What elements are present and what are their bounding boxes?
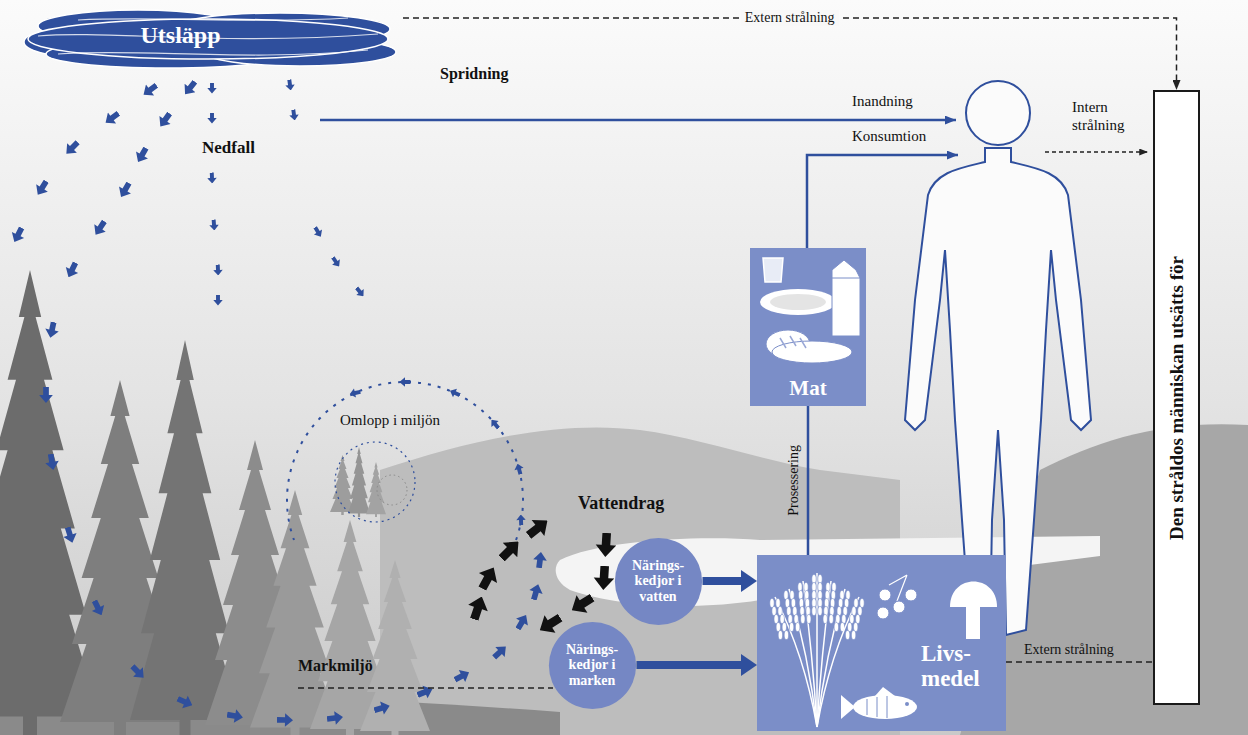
diagram-label: Intern strålning: [1072, 98, 1144, 134]
connector-label: Extern strålning: [1020, 642, 1118, 659]
diagram-label: Omlopp i miljön: [340, 411, 440, 429]
diagram-label: Markmiljö: [298, 656, 373, 675]
diagram-label: Nedfall: [202, 138, 255, 158]
food-chain-circle: Närings- kedjor i marken: [548, 621, 637, 710]
diagram-label: Spridning: [440, 64, 508, 83]
connector-label: Extern strålning: [741, 10, 839, 27]
connector-label: Prosessering: [785, 441, 802, 520]
foodstuff-box: Livs- medel: [757, 555, 1006, 731]
node-label: Livs- medel: [921, 641, 1001, 692]
connector: [1006, 662, 1177, 695]
food-chain-circle: Närings- kedjor i vatten: [614, 537, 703, 626]
node-label: Utsläpp: [140, 22, 220, 49]
node-label: Närings- kedjor i marken: [559, 642, 625, 687]
food-box: Mat: [750, 248, 866, 406]
connector: [807, 406, 810, 555]
connector: [403, 18, 1177, 80]
diagram-label: Vattendrag: [578, 493, 664, 515]
emission-cloud: Utsläpp: [18, 4, 403, 74]
connector: [637, 661, 742, 669]
node-label: Den stråldos människan utsätts för: [1166, 256, 1188, 540]
dose-bar: Den stråldos människan utsätts för: [1153, 90, 1200, 705]
diagram-label: Inandning: [852, 92, 913, 110]
node-label: Mat: [789, 376, 826, 401]
connector: [703, 577, 742, 585]
diagram-label: Konsumtion: [852, 127, 926, 145]
node-label: Närings- kedjor i vatten: [625, 558, 691, 603]
